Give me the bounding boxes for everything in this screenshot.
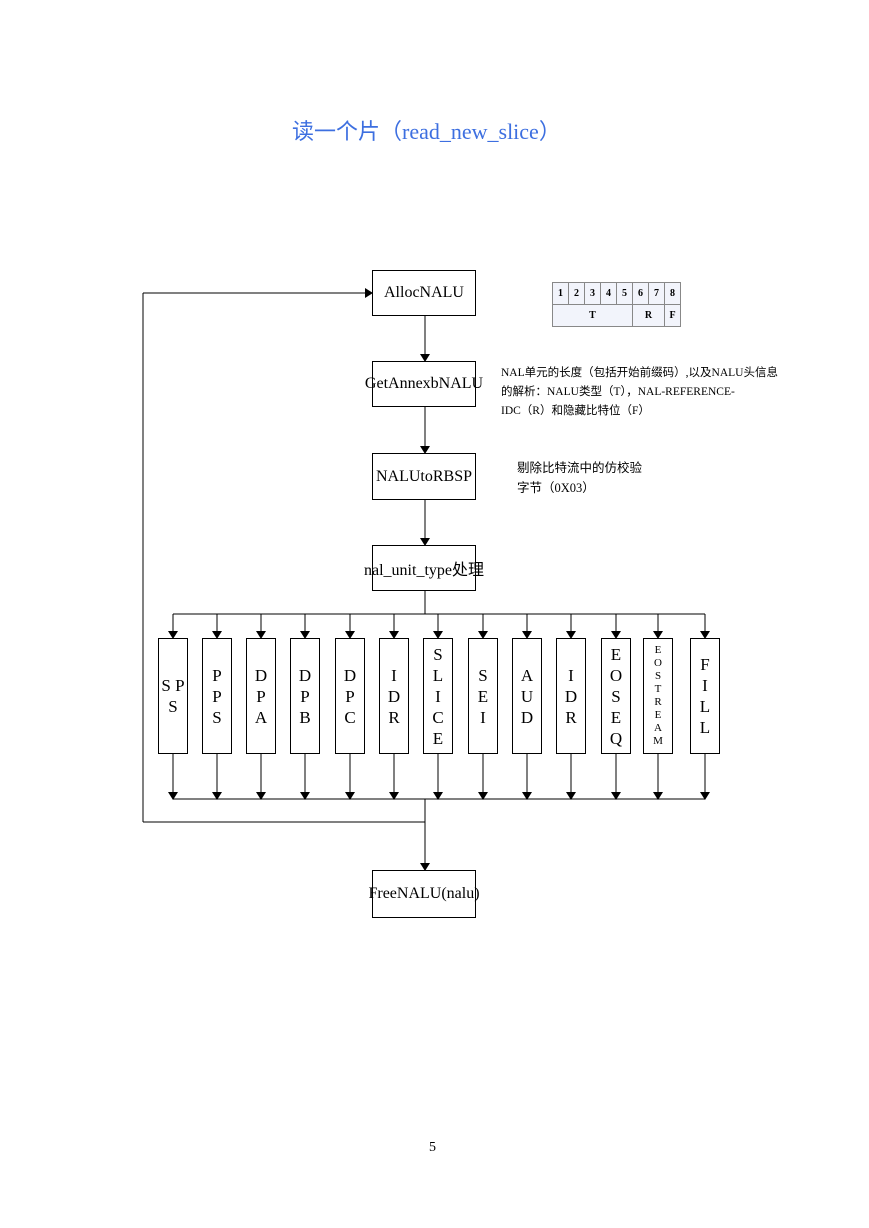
nal-type-letter: A xyxy=(654,722,662,734)
nal-type-letter: S xyxy=(212,707,222,727)
nal-type-letter: O xyxy=(609,665,623,685)
nal-type-letter: S xyxy=(168,697,178,716)
nal-unit-type-box: nal_unit_type处理 xyxy=(364,545,484,591)
nal-type-letter: C xyxy=(344,707,356,727)
nal-type-letter: R xyxy=(654,696,662,708)
nal-type-letter: E xyxy=(477,686,489,706)
rbsp-note-line: 剔除比特流中的仿校验 xyxy=(517,461,643,475)
nal-type-letter: D xyxy=(254,665,268,685)
field-f-cell: F xyxy=(664,304,681,327)
nal-type-letter: U xyxy=(520,686,534,706)
nal-type-letter: D xyxy=(564,686,578,706)
nal-type-letter: C xyxy=(432,707,444,727)
field-t-cell: T xyxy=(552,304,633,327)
nal-type-letter: E xyxy=(610,707,622,727)
nal-type-letter: Q xyxy=(609,728,623,748)
nal-type-letter: E xyxy=(610,644,622,664)
nal-type-letter: P xyxy=(212,665,222,685)
annexb-note-line: 的解析：NALU类型（T），NAL-REFERENCE- xyxy=(501,386,735,398)
nal-type-letter: S xyxy=(433,644,443,664)
nal-type-letter: L xyxy=(699,718,711,737)
nal-type-letter: I xyxy=(702,676,708,695)
nal-type-letter: B xyxy=(299,707,311,727)
nal-type-letter: D xyxy=(520,707,534,727)
nal-type-letter: M xyxy=(653,735,663,747)
nal-type-letter: L xyxy=(432,665,444,685)
nal-type-letter: I xyxy=(435,686,441,706)
page-number: 5 xyxy=(429,1140,436,1155)
bit-cell: 2 xyxy=(568,282,585,305)
nal-type-letter: P xyxy=(212,686,222,706)
get-annexb-nalu-box: GetAnnexbNALU xyxy=(365,361,483,407)
nal-type-letter: D xyxy=(343,665,357,685)
nal-type-letter: T xyxy=(654,683,662,695)
page-title: 读一个片（read_new_slice） xyxy=(292,119,561,144)
bit-cell: 5 xyxy=(616,282,633,305)
bit-cell: 6 xyxy=(632,282,649,305)
annexb-note-line: NAL单元的长度（包括开始前缀码）,以及NALU头信息 xyxy=(501,367,778,379)
nal-type-letter: S xyxy=(654,670,662,682)
nal-type-letter: A xyxy=(520,665,534,685)
nal-type-letter: S xyxy=(478,665,488,685)
nal-type-letter: I xyxy=(480,707,486,727)
nal-type-letter: D xyxy=(298,665,312,685)
nal-type-letter: E xyxy=(654,709,662,721)
nal-type-letter: F xyxy=(700,655,710,674)
free-nalu-box: FreeNALU(nalu) xyxy=(368,870,480,918)
rbsp-note: 剔除比特流中的仿校验 字节（0X03） xyxy=(517,458,642,498)
nal-type-letter: S P xyxy=(161,676,185,695)
bit-cell: 8 xyxy=(664,282,681,305)
nal-type-letter: E xyxy=(432,728,444,748)
nal-type-letter: P xyxy=(256,686,266,706)
bit-cell: 3 xyxy=(584,282,601,305)
nalu-to-rbsp-box: NALUtoRBSP xyxy=(372,453,476,500)
rbsp-note-line: 字节（0X03） xyxy=(517,481,595,495)
nal-type-letter: I xyxy=(391,665,397,685)
nal-type-letter: A xyxy=(254,707,268,727)
nal-type-letter: P xyxy=(345,686,355,706)
nal-type-letter: E xyxy=(654,644,662,656)
nal-type-letter: O xyxy=(654,657,662,669)
annexb-note: NAL单元的长度（包括开始前缀码）,以及NALU头信息 的解析：NALU类型（T… xyxy=(501,364,778,421)
bit-cell: 1 xyxy=(552,282,569,305)
bit-cell: 7 xyxy=(648,282,665,305)
nal-type-letter: R xyxy=(565,707,577,727)
alloc-nalu-box: AllocNALU xyxy=(372,270,476,316)
field-r-cell: R xyxy=(632,304,665,327)
nal-type-letter: S xyxy=(611,686,621,706)
nal-type-box: S P S xyxy=(158,638,188,754)
nal-type-letter: D xyxy=(387,686,401,706)
nal-header-table: 1 2 3 4 5 6 7 8 T R F xyxy=(552,282,681,327)
nal-type-letter: L xyxy=(699,697,711,716)
nal-type-letter: R xyxy=(388,707,400,727)
nal-type-letter: I xyxy=(568,665,574,685)
bit-cell: 4 xyxy=(600,282,617,305)
annexb-note-line: IDC（R）和隐藏比特位（F） xyxy=(501,405,650,417)
nal-type-letter: P xyxy=(300,686,310,706)
